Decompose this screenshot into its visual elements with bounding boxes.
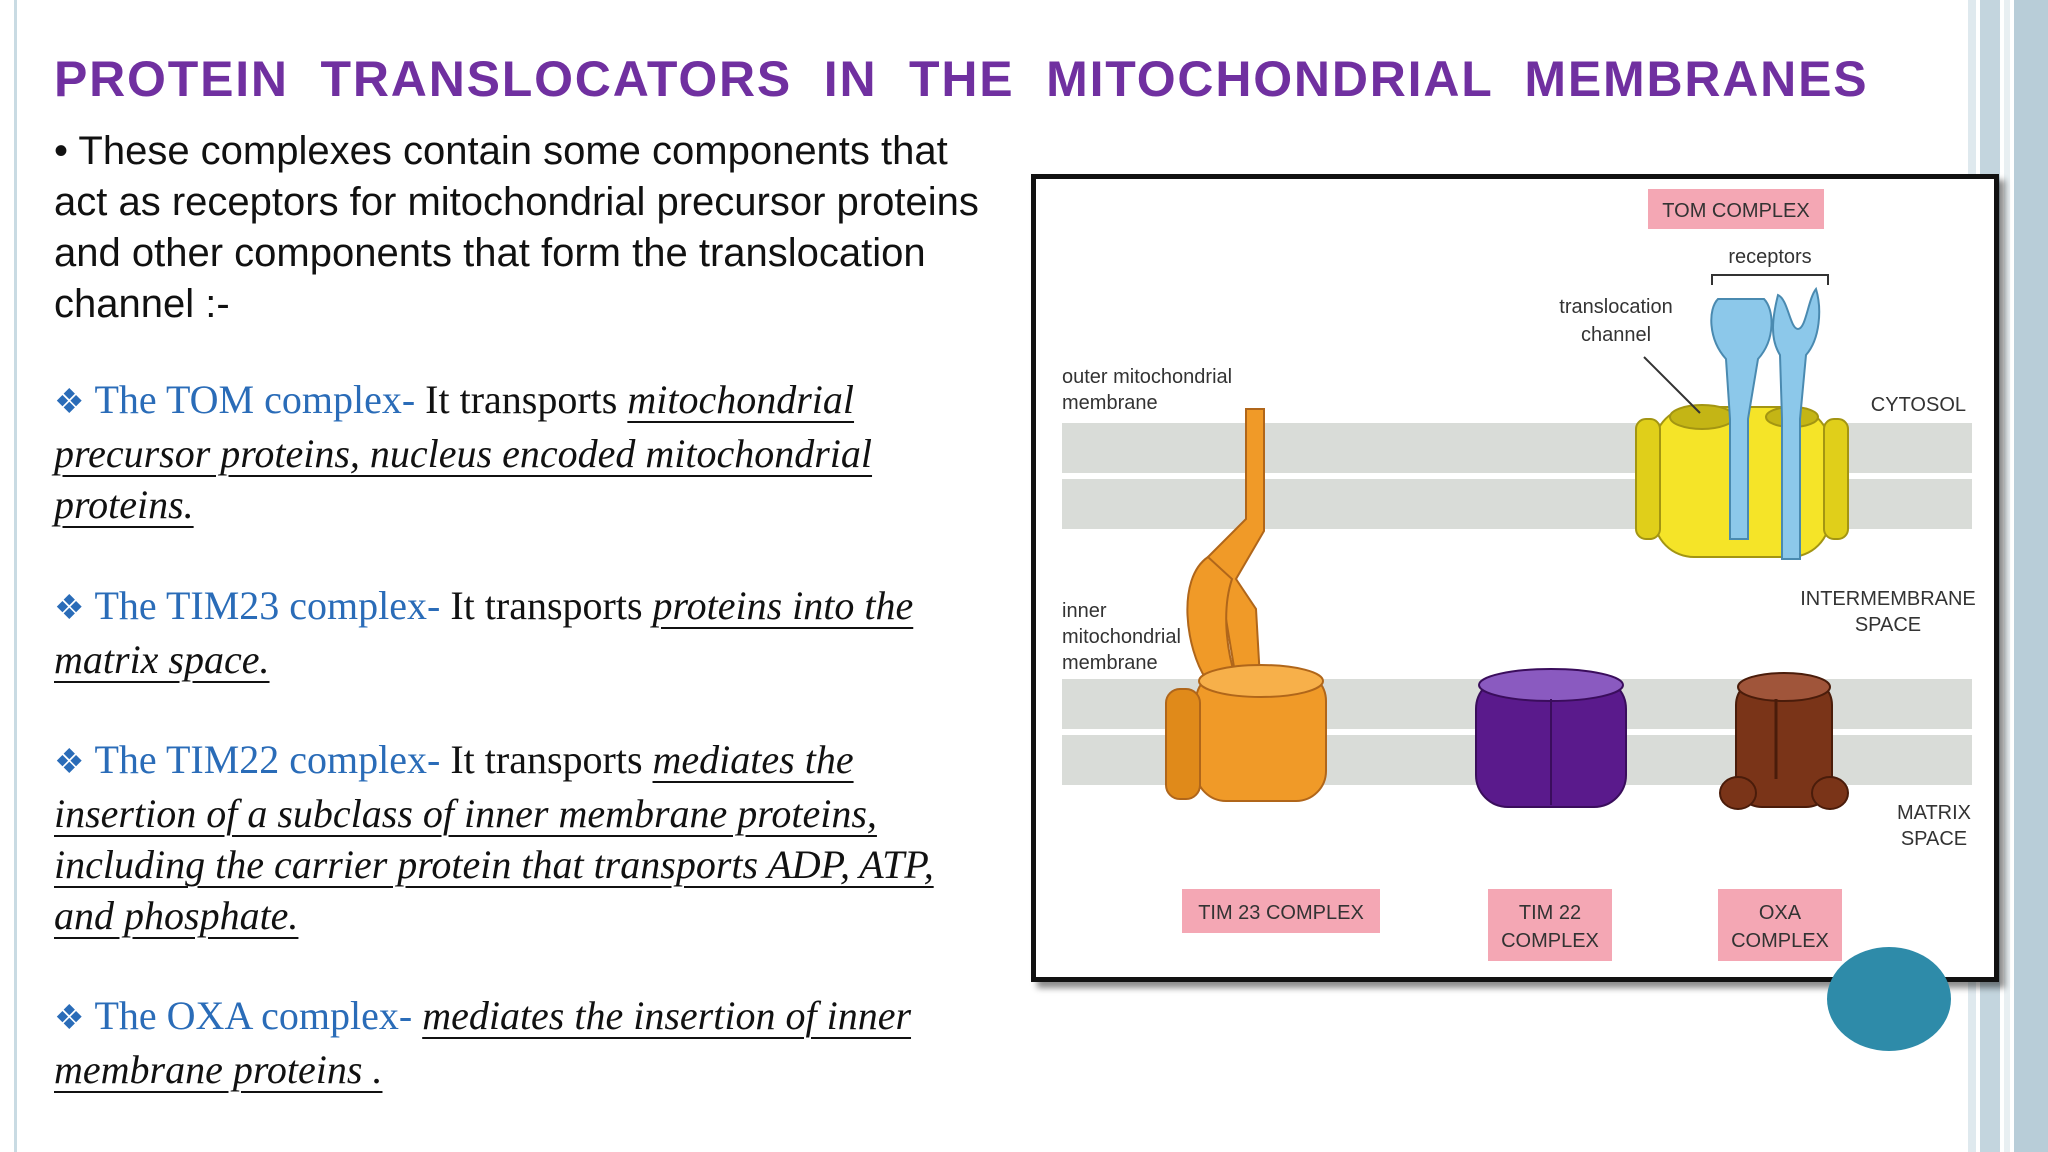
bullet-tim23: ❖The TIM23 complex- It transports protei… [54,580,974,685]
translocation-pointer [1643,356,1701,414]
translocator-diagram: TOM COMPLEX receptors translocation chan… [1031,174,1999,982]
receptors-bracket [1711,274,1829,285]
tom-label-box [1648,189,1824,229]
bullet-name: The TIM22 complex- [94,737,441,782]
bullet-tim22: ❖The TIM22 complex- It transports mediat… [54,734,974,941]
tom-label: TOM COMPLEX [1662,200,1809,222]
matrix-label-line2: SPACE [1901,828,1967,850]
tim22-label-line2: COMPLEX [1501,930,1599,952]
bullet-verb: It transports [440,737,653,782]
slide-title: PROTEIN TRANSLOCATORS IN THE MITOCHONDRI… [54,51,1869,107]
decorative-circle [1827,947,1951,1051]
bullet-description: mitochondrial precursor proteins, nucleu… [54,377,873,527]
tim22-complex-shape [1475,668,1627,808]
matrix-label-line1: MATRIX [1897,802,1971,824]
outer-membrane-label-line2: membrane [1062,392,1158,414]
cytosol-label: CYTOSOL [1871,394,1966,416]
tim23-label-box [1182,889,1380,933]
bullet-description: mediates the insertion of a subclass of … [54,737,934,938]
inner-membrane-label-line2: mitochondrial [1062,626,1181,648]
receptor-right [1772,286,1821,560]
diagram-svg: TOM COMPLEX receptors translocation chan… [1062,189,1976,961]
bullet-verb [412,993,422,1038]
translocation-label-line1: translocation [1559,296,1672,318]
oxa-label-line1: OXA [1759,902,1802,924]
intro-paragraph: • These complexes contain some component… [54,129,979,326]
translocation-label-line2: channel [1581,324,1651,346]
oxa-label-line2: COMPLEX [1731,930,1829,952]
tim22-label-box [1488,889,1612,961]
intermembrane-label-line2: SPACE [1855,614,1921,636]
diamond-bullet-icon: ❖ [54,744,85,781]
bullet-verb: It transports [415,377,628,422]
bullet-description: proteins into the matrix space. [54,583,914,682]
intermembrane-label-line1: INTERMEMBRANE [1800,588,1976,610]
inner-membrane-label-line3: membrane [1062,652,1158,674]
diamond-bullet-icon: ❖ [54,384,85,421]
tim23-label: TIM 23 COMPLEX [1198,902,1364,924]
bullet-name: The TOM complex- [94,377,416,422]
receptor-left [1710,298,1773,540]
bullet-name: The TIM23 complex- [94,583,441,628]
bullet-oxa: ❖The OXA complex- mediates the insertion… [54,990,974,1095]
diamond-bullet-icon: ❖ [54,1000,85,1037]
outer-membrane-label-line1: outer mitochondrial [1062,366,1232,388]
bullet-description: mediates the insertion of inner membrane… [54,993,912,1092]
receptors-label: receptors [1728,246,1811,268]
tom-complex-shape [1635,286,1849,560]
bullet-name: The OXA complex- [94,993,413,1038]
inner-membrane-label-line1: inner [1062,600,1107,622]
oxa-complex-shape [1719,672,1849,810]
tim22-label-line1: TIM 22 [1519,902,1581,924]
tim23-complex-shape [1165,408,1327,802]
diamond-bullet-icon: ❖ [54,590,85,627]
bullet-verb: It transports [440,583,653,628]
slide-left-border [0,0,17,1152]
bullet-tom: ❖The TOM complex- It transports mitochon… [54,374,974,530]
oxa-label-box [1718,889,1842,961]
